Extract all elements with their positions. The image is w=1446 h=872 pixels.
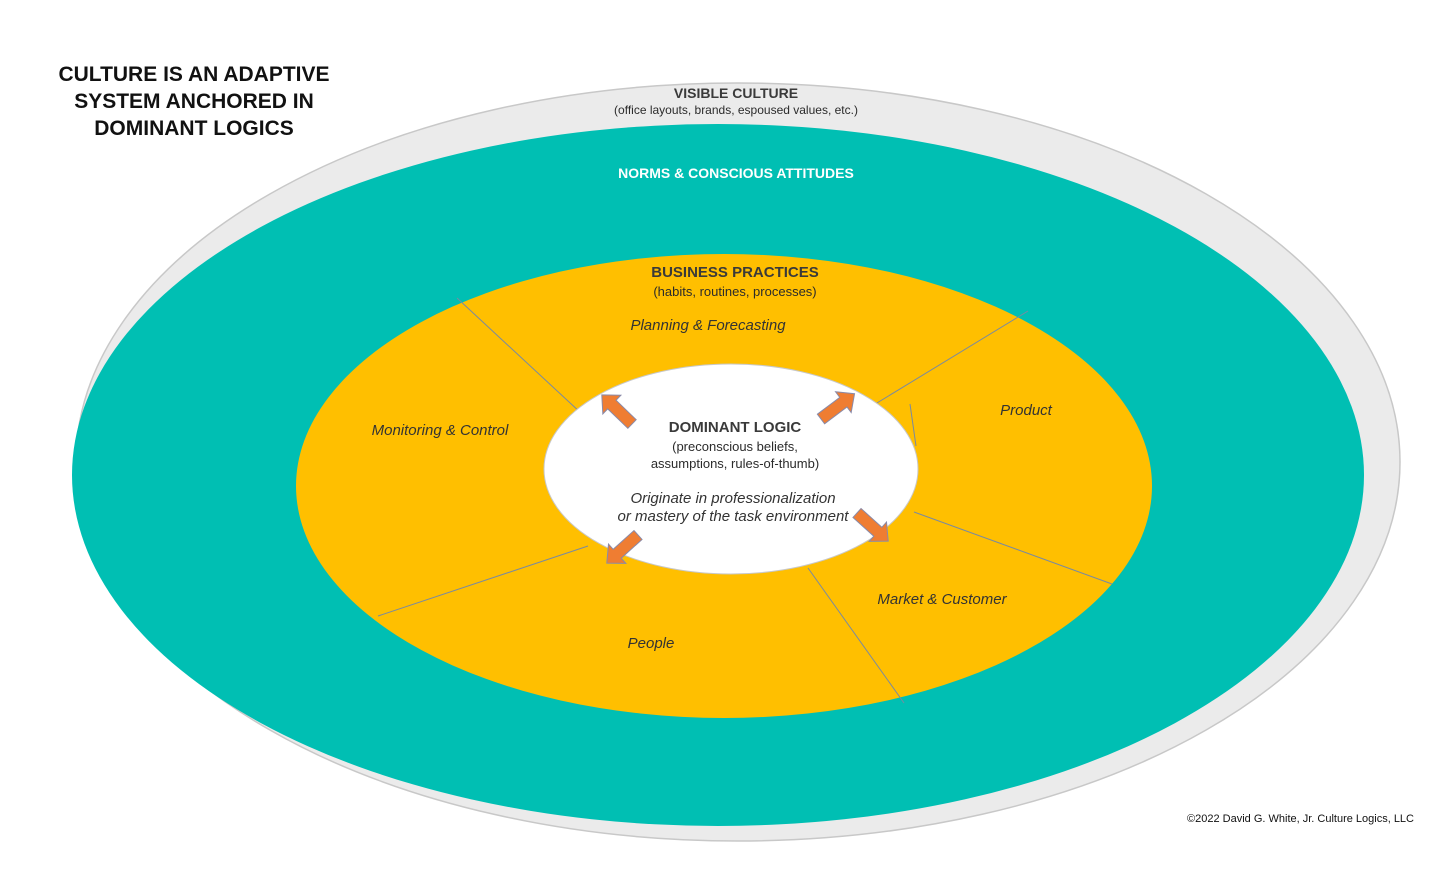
dominant-logic-sub-2: assumptions, rules-of-thumb): [651, 456, 819, 471]
divider-market-people: [807, 567, 905, 704]
segment-label-monitoring: Monitoring & Control: [372, 422, 509, 439]
diagram-title: CULTURE IS AN ADAPTIVE SYSTEM ANCHORED I…: [58, 63, 329, 140]
dominant-logic-note-2: or mastery of the task environment: [618, 508, 850, 525]
segment-dividers: [377, 297, 1113, 704]
divider-planning-product: [871, 310, 1029, 407]
dominant-logic-heading: DOMINANT LOGIC: [669, 419, 802, 436]
title-line-2: SYSTEM ANCHORED IN: [74, 90, 314, 113]
business-practices-subtext: (habits, routines, processes): [653, 284, 816, 299]
title-line-1: CULTURE IS AN ADAPTIVE: [58, 63, 329, 86]
arrow-icon: [852, 507, 889, 542]
visible-culture-subtext: (office layouts, brands, espoused values…: [614, 103, 858, 117]
divider-product-market: [913, 511, 1113, 585]
norms-heading: NORMS & CONSCIOUS ATTITUDES: [618, 165, 854, 181]
divider-product-inner: [909, 403, 917, 447]
arrow-icon: [606, 529, 643, 564]
arrows: [601, 391, 889, 564]
segment-label-product: Product: [1000, 402, 1053, 419]
visible-culture-heading: VISIBLE CULTURE: [674, 85, 798, 101]
segment-label-market: Market & Customer: [877, 591, 1007, 608]
copyright-notice: ©2022 David G. White, Jr. Culture Logics…: [1187, 813, 1414, 825]
divider-monitoring-planning: [456, 297, 583, 415]
arrow-icon: [816, 391, 856, 425]
dominant-logic-sub-1: (preconscious beliefs,: [672, 439, 798, 454]
divider-people-monitoring: [377, 545, 589, 617]
segment-label-people: People: [628, 635, 675, 652]
arrow-icon: [601, 394, 637, 430]
dominant-logic-note-1: Originate in professionalization: [630, 490, 835, 507]
segment-label-planning: Planning & Forecasting: [630, 317, 786, 334]
title-line-3: DOMINANT LOGICS: [94, 117, 294, 140]
business-practices-heading: BUSINESS PRACTICES: [651, 264, 819, 281]
